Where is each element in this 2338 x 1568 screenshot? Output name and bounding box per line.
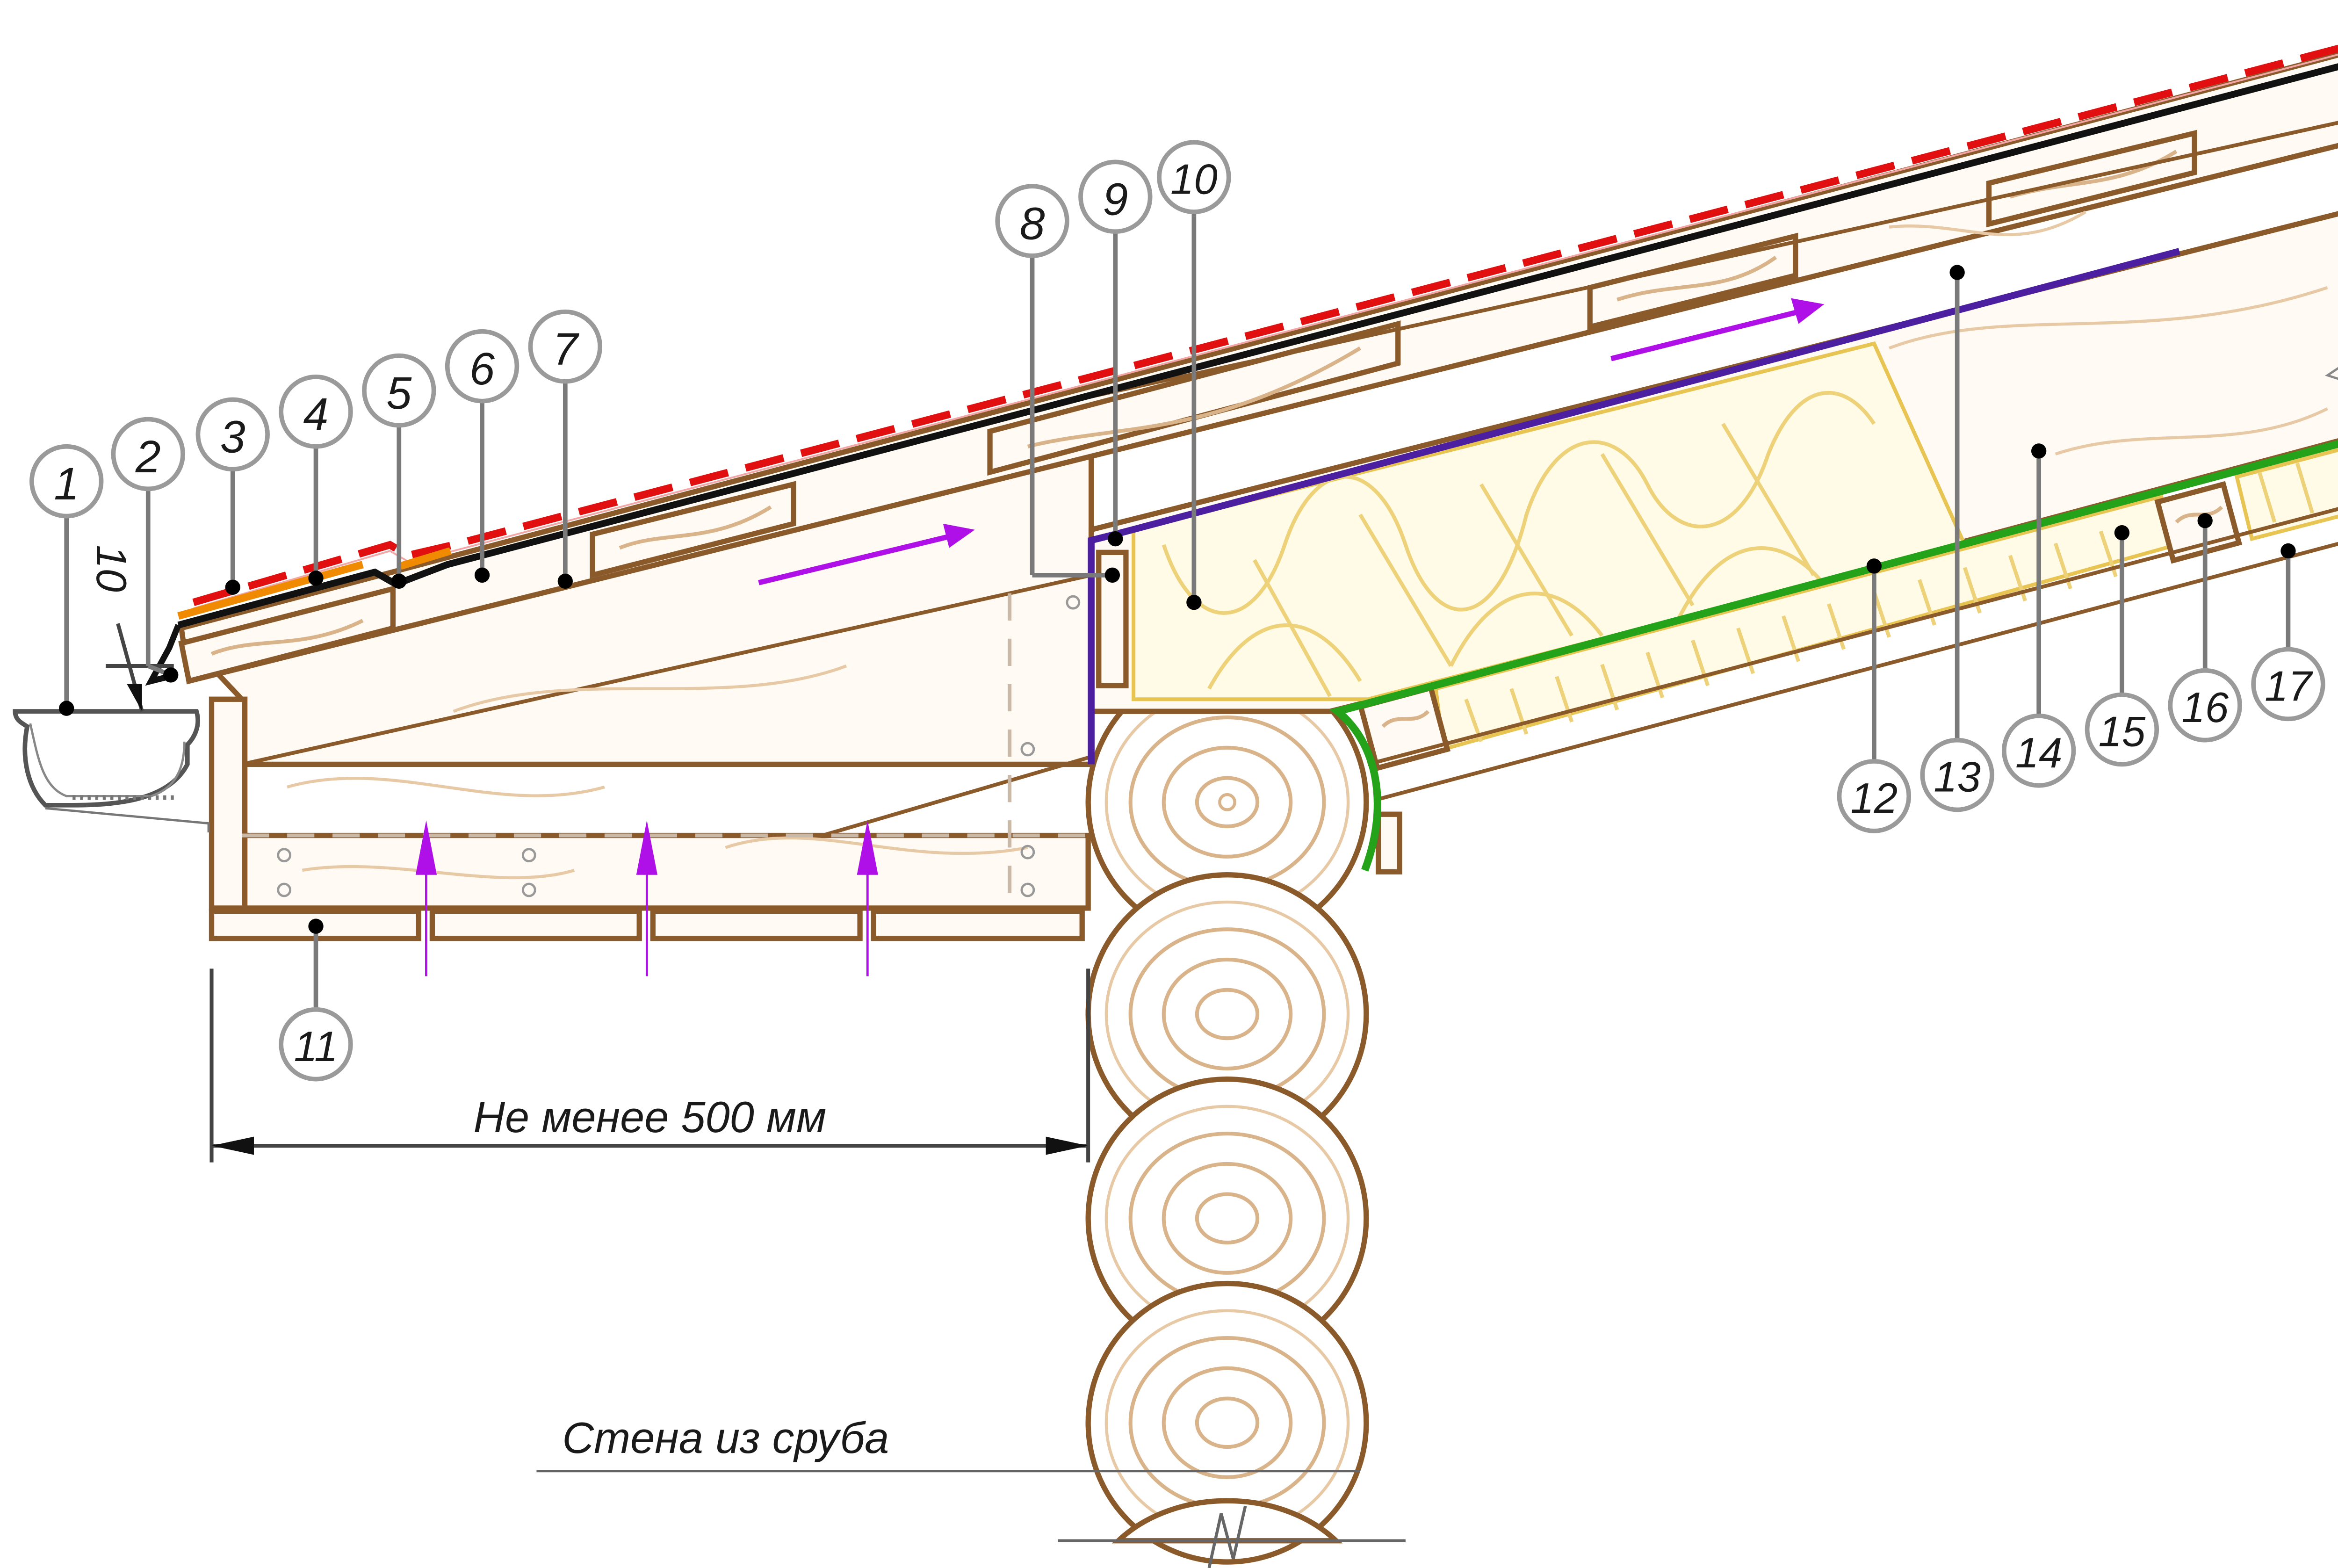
callout-8: 8 [995,184,1069,258]
callout-16: 16 [2168,668,2242,743]
drip-edge [177,547,452,620]
svg-text:5: 5 [386,368,412,419]
lining [1357,481,2338,874]
svg-text:8: 8 [1020,198,1045,249]
gutter-offset-label: 10 [87,545,135,592]
wind-membrane [1329,440,2338,872]
wall-label-group: Стена из сруба [536,1413,1360,1473]
svg-text:6: 6 [469,343,495,394]
airflow-arrows [415,298,1825,976]
gutter-offset-dimension: 10 [87,545,174,712]
log-1 [1085,660,1369,944]
svg-text:13: 13 [1934,754,1981,801]
svg-text:16: 16 [2181,684,2229,731]
svg-text:3: 3 [220,412,245,462]
callout-12: 12 [1837,759,1912,833]
callout-markers: 1 2 3 4 5 6 7 8 [29,140,2325,1082]
gutter [13,709,210,833]
callout-15: 15 [2085,692,2159,767]
overhang-label: Не менее 500 мм [473,1092,826,1142]
svg-text:15: 15 [2099,708,2146,756]
callout-13: 13 [1920,737,1994,812]
svg-text:4: 4 [303,389,329,440]
svg-text:1: 1 [54,458,79,509]
svg-text:17: 17 [2265,663,2313,710]
roofing-line [192,44,2338,606]
callout-10: 10 [1157,140,1231,214]
wall-label: Стена из сруба [562,1413,889,1462]
overhang-dimension: Не менее 500 мм [209,968,1090,1163]
callout-4: 4 [279,375,353,449]
svg-text:10: 10 [1170,156,1218,203]
log-wall [1058,660,1406,1568]
svg-text:14: 14 [2015,730,2063,777]
callout-5: 5 [362,353,436,428]
callout-14: 14 [2001,714,2076,788]
callout-3: 3 [195,397,270,472]
callout-6: 6 [445,329,520,404]
svg-text:11: 11 [294,1023,338,1070]
callout-7: 7 [528,309,603,384]
svg-text:9: 9 [1103,174,1128,225]
callout-1: 1 [29,444,104,519]
callout-17: 17 [2251,647,2325,722]
callout-9: 9 [1078,159,1153,234]
callout-11: 11 [279,1007,353,1082]
callout-2: 2 [111,417,185,491]
svg-text:12: 12 [1851,775,1898,822]
log-4 [1085,1280,1369,1565]
vapour-barrier [1088,248,2180,765]
svg-text:2: 2 [135,431,161,482]
svg-text:7: 7 [553,324,579,375]
leader-dots [59,265,2296,934]
